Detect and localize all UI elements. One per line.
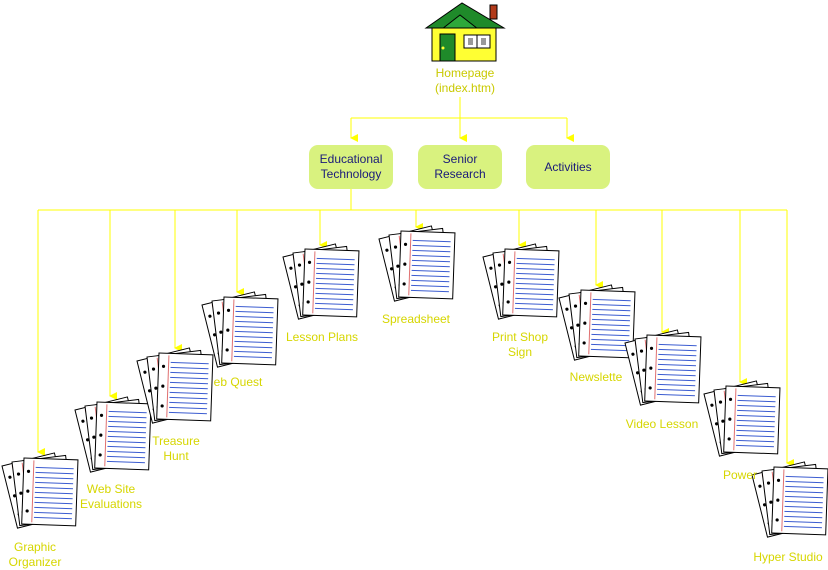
page-label-line1: Treasure: [152, 434, 200, 448]
page-label[interactable]: Lesson Plans: [262, 330, 382, 345]
page-label[interactable]: Video Lesson: [602, 417, 722, 432]
page-label-line2: Organizer: [8, 555, 62, 569]
document-stack-icon[interactable]: [378, 225, 456, 302]
document-stack-icon[interactable]: [751, 461, 828, 538]
category-label-line2: Research: [434, 167, 486, 181]
page-label-line1: Print Shop: [491, 330, 549, 344]
category-label-line1: Educational: [319, 152, 383, 166]
page-label[interactable]: Hyper Studio: [728, 550, 828, 565]
page-label-line1: eb Quest: [213, 375, 263, 389]
category-label-line1: Senior: [442, 152, 478, 166]
paper-sheet: [723, 385, 781, 455]
page-label-line2: Hunt: [163, 449, 189, 463]
document-stack-icon[interactable]: [136, 347, 214, 424]
page-label-line1: Video Lesson: [625, 417, 699, 431]
page-label-line1: Power: [722, 468, 757, 482]
paper-sheet: [502, 248, 560, 318]
category-educational-technology[interactable]: Educational Technology: [309, 145, 393, 189]
document-stack-icon[interactable]: [201, 291, 279, 368]
homepage-label[interactable]: Homepage (index.htm): [395, 66, 535, 96]
category-senior-research[interactable]: Senior Research: [418, 145, 502, 189]
document-stack-icon[interactable]: [1, 452, 79, 529]
page-label-line2: Sign: [507, 345, 533, 359]
paper-sheet: [398, 230, 456, 300]
document-stack-icon[interactable]: [74, 396, 152, 473]
document-stack-icon[interactable]: [558, 284, 636, 361]
page-label[interactable]: eb Quest: [178, 375, 298, 390]
page-label-line1: Newslette: [569, 370, 623, 384]
page-label[interactable]: Newslette: [536, 370, 656, 385]
paper-sheet: [644, 334, 702, 404]
page-label-line1: Lesson Plans: [285, 330, 359, 344]
document-stack-icon[interactable]: [703, 380, 781, 457]
page-label[interactable]: Power: [680, 468, 800, 483]
category-activities[interactable]: Activities: [526, 145, 610, 189]
page-label-line1: Web Site: [86, 482, 136, 496]
paper-sheet: [94, 401, 152, 471]
homepage-title: Homepage: [435, 66, 495, 80]
paper-sheet: [771, 466, 828, 536]
page-label-line1: Hyper Studio: [753, 550, 823, 564]
paper-sheet: [302, 248, 360, 318]
page-label-line2: Evaluations: [79, 497, 143, 511]
document-stack-icon[interactable]: [482, 243, 560, 320]
category-label-line2: Technology: [320, 167, 382, 181]
category-label-line1: Activities: [544, 159, 592, 174]
page-label-line1: Graphic: [13, 540, 57, 554]
paper-sheet: [156, 352, 214, 422]
connector-lines: [37, 97, 794, 467]
page-label-line1: Spreadsheet: [381, 312, 451, 326]
document-stack-icon[interactable]: [624, 329, 702, 406]
paper-sheet: [21, 457, 79, 527]
page-label[interactable]: Spreadsheet: [356, 312, 476, 327]
paper-sheet: [578, 289, 636, 359]
page-icons: [1, 225, 828, 538]
document-stack-icon[interactable]: [282, 243, 360, 320]
homepage-filename: (index.htm): [434, 81, 496, 95]
house-icon[interactable]: [424, 2, 506, 62]
paper-sheet: [221, 296, 279, 366]
